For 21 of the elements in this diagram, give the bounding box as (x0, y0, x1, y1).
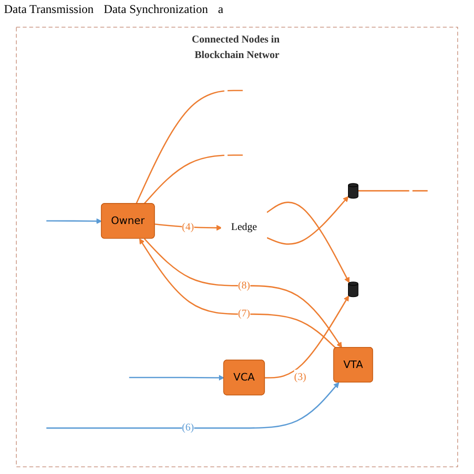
note-text: Data Synchronization (104, 2, 208, 17)
edge-label: (8) (238, 280, 250, 291)
edge-label: (6) (182, 422, 194, 434)
connector (136, 90, 243, 204)
node-cylinder (348, 183, 358, 199)
edge-label: (4) (182, 222, 194, 233)
arrow (46, 382, 340, 429)
edge-label: (3) (294, 372, 306, 383)
arrow (129, 374, 224, 381)
note-text: Data Transmission (4, 2, 94, 17)
note-text: a (218, 2, 224, 17)
edge-label: (7) (238, 308, 250, 320)
arrow (266, 196, 349, 245)
node-text: Ledge (231, 222, 257, 233)
arrow (46, 218, 102, 224)
node-cylinder (348, 282, 358, 298)
connector (144, 154, 243, 204)
arrow (266, 202, 350, 283)
arrow (264, 296, 349, 378)
arrow (154, 224, 222, 231)
connector (358, 190, 428, 192)
